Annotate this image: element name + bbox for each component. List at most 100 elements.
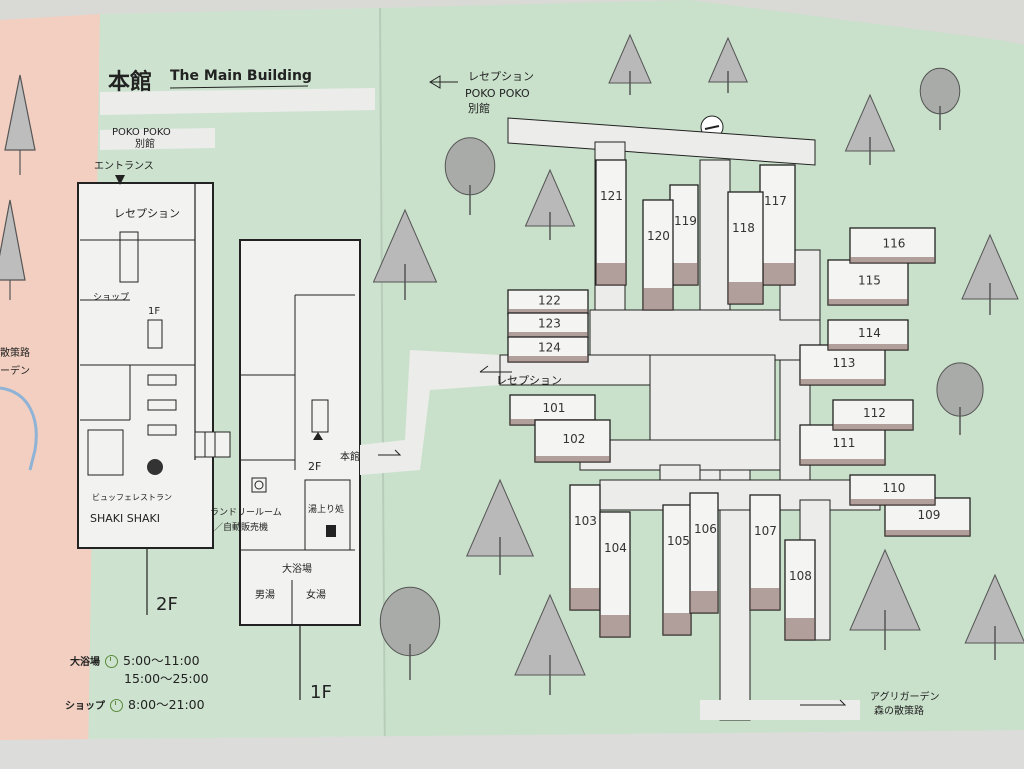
reception-top-label: レセプション bbox=[468, 70, 534, 83]
poko-left-1: POKO POKO bbox=[112, 127, 171, 138]
room-number: 123 bbox=[538, 317, 561, 331]
bekkan-top-label: 別館 bbox=[468, 101, 490, 115]
room-122: 122 bbox=[507, 289, 589, 316]
room-105: 105 bbox=[662, 504, 692, 636]
rooms: 101 102 103 104 105 106 107 108 109 110 111 112 113 1… bbox=[507, 159, 971, 641]
edge-label-2: ーデン bbox=[0, 364, 30, 377]
room-104: 104 bbox=[599, 511, 631, 638]
room-120: 120 bbox=[642, 199, 674, 311]
room-number: 105 bbox=[667, 534, 690, 548]
room-124: 124 bbox=[507, 336, 589, 363]
tree-icon bbox=[372, 208, 438, 300]
room-number: 103 bbox=[574, 514, 597, 528]
laundry-label-1: ランドリールーム bbox=[210, 507, 282, 518]
bath-label: 大浴場 bbox=[282, 562, 312, 575]
room-117: 117 bbox=[759, 164, 796, 286]
room-106: 106 bbox=[689, 492, 719, 614]
tree-icon bbox=[379, 586, 441, 680]
tree-icon bbox=[849, 548, 921, 650]
tree-icon bbox=[919, 67, 961, 130]
room-number: 115 bbox=[858, 274, 881, 288]
room-118: 118 bbox=[727, 191, 764, 305]
agri-garden-label: アグリガーデン bbox=[870, 690, 940, 703]
buffet-label-1: ビュッフェレストラン bbox=[92, 493, 172, 502]
tree-icon bbox=[524, 168, 576, 240]
room-number: 113 bbox=[833, 356, 856, 370]
tree-icon bbox=[608, 33, 652, 95]
room-number: 108 bbox=[789, 569, 812, 583]
corridors bbox=[499, 117, 881, 721]
poko-left-2: 別館 bbox=[135, 137, 155, 150]
pink-panel bbox=[0, 14, 100, 769]
hours-row-bath-2: 15:00〜25:00 bbox=[124, 671, 209, 686]
clock-icon bbox=[105, 655, 118, 668]
room-number: 124 bbox=[538, 341, 561, 355]
building-1f bbox=[239, 239, 361, 626]
title-ja: 本館 bbox=[108, 69, 152, 95]
tree-icon bbox=[465, 478, 535, 575]
laundry-label-2: ／自動販売機 bbox=[214, 521, 268, 533]
room-number: 104 bbox=[604, 541, 627, 555]
room-116: 116 bbox=[849, 227, 936, 264]
room-number: 102 bbox=[563, 432, 586, 446]
forest-path-label: 森の散策路 bbox=[874, 704, 924, 717]
room-119: 119 bbox=[669, 184, 699, 286]
room-number: 109 bbox=[918, 508, 941, 522]
room-number: 107 bbox=[754, 524, 777, 538]
tree-icon bbox=[936, 362, 984, 435]
room-number: 106 bbox=[694, 522, 717, 536]
room-number: 118 bbox=[732, 221, 755, 235]
buffet-label-2: SHAKI SHAKI bbox=[90, 512, 160, 525]
tree-icon bbox=[0, 74, 36, 300]
room-number: 110 bbox=[883, 481, 906, 495]
room-108: 108 bbox=[784, 539, 816, 641]
building-2f bbox=[77, 182, 231, 549]
room-107: 107 bbox=[749, 494, 781, 611]
tree-icon bbox=[514, 593, 586, 695]
entrance-label: エントランス bbox=[94, 160, 154, 172]
room-110: 110 bbox=[849, 474, 936, 506]
room-number: 101 bbox=[543, 401, 566, 415]
floor-2f-label: 2F bbox=[156, 594, 178, 615]
room-102: 102 bbox=[534, 419, 611, 463]
room-121: 121 bbox=[595, 159, 627, 286]
room-115: 115 bbox=[827, 259, 909, 306]
title-en: The Main Building bbox=[170, 68, 312, 84]
tree-icon bbox=[964, 573, 1024, 660]
room-number: 116 bbox=[883, 237, 906, 251]
room-number: 117 bbox=[764, 194, 787, 208]
room-112: 112 bbox=[832, 399, 914, 431]
reception-2f-label: レセプション bbox=[114, 207, 180, 220]
room-number: 120 bbox=[647, 229, 670, 243]
room-number: 122 bbox=[538, 294, 561, 308]
room-111: 111 bbox=[799, 424, 886, 466]
honkan-label: 本館 bbox=[340, 450, 360, 463]
trees bbox=[372, 33, 1024, 695]
room-number: 112 bbox=[863, 406, 886, 420]
room-103: 103 bbox=[569, 484, 601, 611]
tree-icon bbox=[444, 137, 496, 215]
floor-1f-label: 1F bbox=[310, 682, 332, 703]
clock-icon bbox=[110, 699, 123, 712]
room-113: 113 bbox=[799, 344, 886, 386]
room-number: 114 bbox=[858, 326, 881, 340]
room-114: 114 bbox=[827, 319, 909, 351]
tree-icon bbox=[707, 36, 749, 93]
poko-top-label: POKO POKO bbox=[465, 87, 530, 100]
room-123: 123 bbox=[507, 312, 589, 339]
stair-2f-label: 2F bbox=[308, 460, 321, 473]
women-bath-label: 女湯 bbox=[306, 588, 326, 601]
edge-label-1: 散策路 bbox=[0, 346, 30, 359]
room-number: 119 bbox=[674, 214, 697, 228]
tree-icon bbox=[844, 93, 896, 165]
tree-icon bbox=[961, 233, 1019, 315]
stair-1f-label: 1F bbox=[148, 306, 160, 317]
shop-label: ショップ bbox=[93, 292, 129, 303]
room-number: 121 bbox=[600, 189, 623, 203]
room-number: 111 bbox=[833, 436, 856, 450]
